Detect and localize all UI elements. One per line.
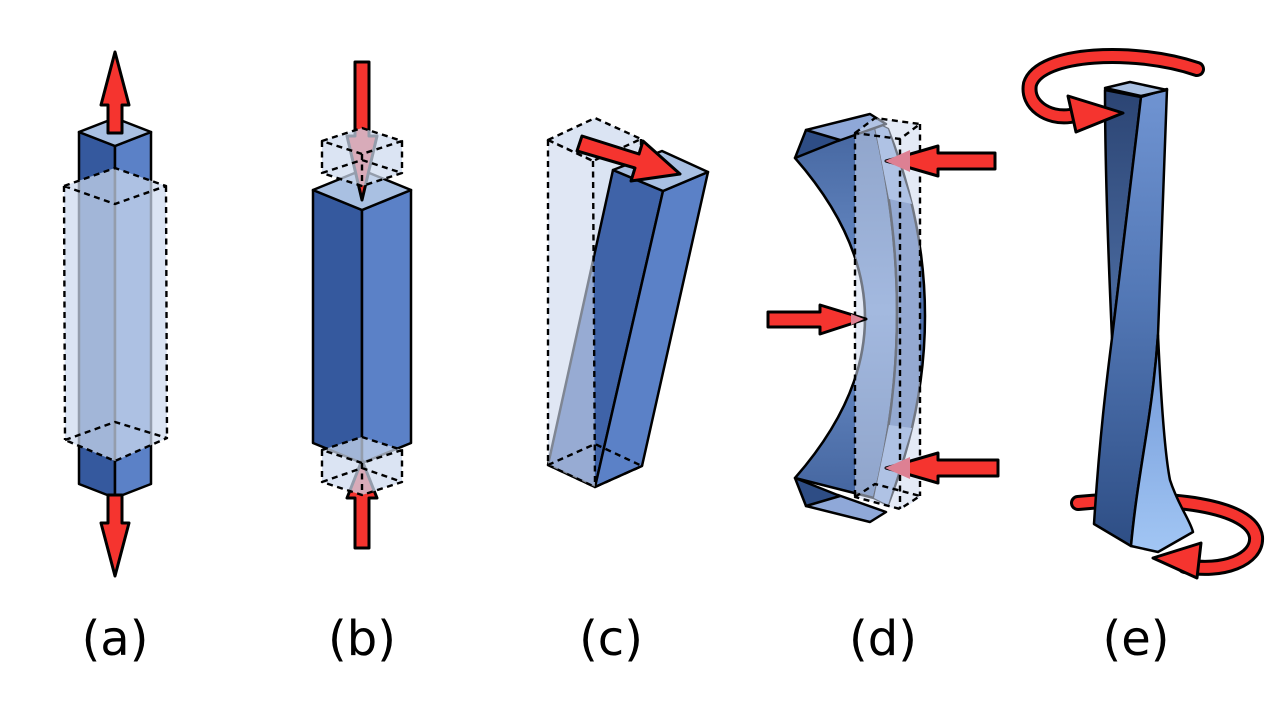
- figure-torsion: [1021, 48, 1264, 580]
- bending-top-arrow: [884, 144, 997, 178]
- bottom-end-cap-dark: [793, 476, 842, 508]
- ghost-dashed-edges: [62, 166, 169, 463]
- ghost-fill: [855, 118, 920, 510]
- bar-top-face: [1103, 80, 1169, 98]
- label-compression: (b): [328, 611, 396, 667]
- shear-ghost-front: [546, 138, 643, 489]
- compression-ghost-bottom-cap: [320, 435, 404, 497]
- ghost-dashed-edges: [320, 435, 404, 497]
- figure-labels: (a) (b) (c) (d) (e): [82, 611, 1170, 667]
- torsion-bar: [1092, 80, 1195, 554]
- ghost-dashed-edges: [320, 126, 404, 188]
- figure-tension: [62, 50, 169, 578]
- arrow-tinted-tip: [885, 150, 910, 172]
- torsion-top-twist-arrow: [1021, 48, 1205, 134]
- figure-shear: [546, 116, 710, 489]
- bending-middle-arrow: [766, 303, 868, 336]
- bending-bottom-arrow: [884, 451, 1000, 485]
- push-left-arrow-icon: [884, 144, 997, 178]
- shear-force-arrow-icon: [575, 134, 682, 183]
- label-torsion: (e): [1103, 611, 1170, 667]
- bar-left-face: [311, 188, 364, 465]
- tension-ghost-outline: [62, 166, 169, 463]
- bending-ghost-outline: [853, 116, 922, 511]
- arrow-tinted-tip: [851, 314, 864, 325]
- label-bending: (d): [849, 611, 917, 667]
- twisted-side-face: [1129, 333, 1195, 554]
- label-tension: (a): [82, 611, 149, 667]
- bar-right-face: [360, 188, 413, 465]
- figure-compression: [311, 60, 413, 550]
- ghost-left-face: [548, 140, 595, 487]
- push-right-arrow-icon: [766, 303, 868, 336]
- pull-down-arrow-icon: [99, 493, 131, 578]
- compression-ghost-top-cap: [320, 126, 404, 188]
- compression-bar: [311, 168, 413, 465]
- pull-up-arrow-icon: [99, 50, 131, 135]
- top-end-cap-dark: [793, 128, 842, 160]
- push-left-arrow-icon: [884, 451, 1000, 485]
- rotation-arrowhead-icon: [1151, 541, 1203, 580]
- ghost-dashed-edges: [546, 138, 643, 489]
- ghost-fill: [64, 168, 167, 461]
- figure-bending: [766, 112, 1000, 524]
- rotation-arrowhead-icon: [1066, 94, 1125, 134]
- label-shear: (c): [579, 611, 643, 667]
- arrow-tinted-tip: [885, 457, 910, 479]
- rotation-arc-icon: [1024, 51, 1202, 122]
